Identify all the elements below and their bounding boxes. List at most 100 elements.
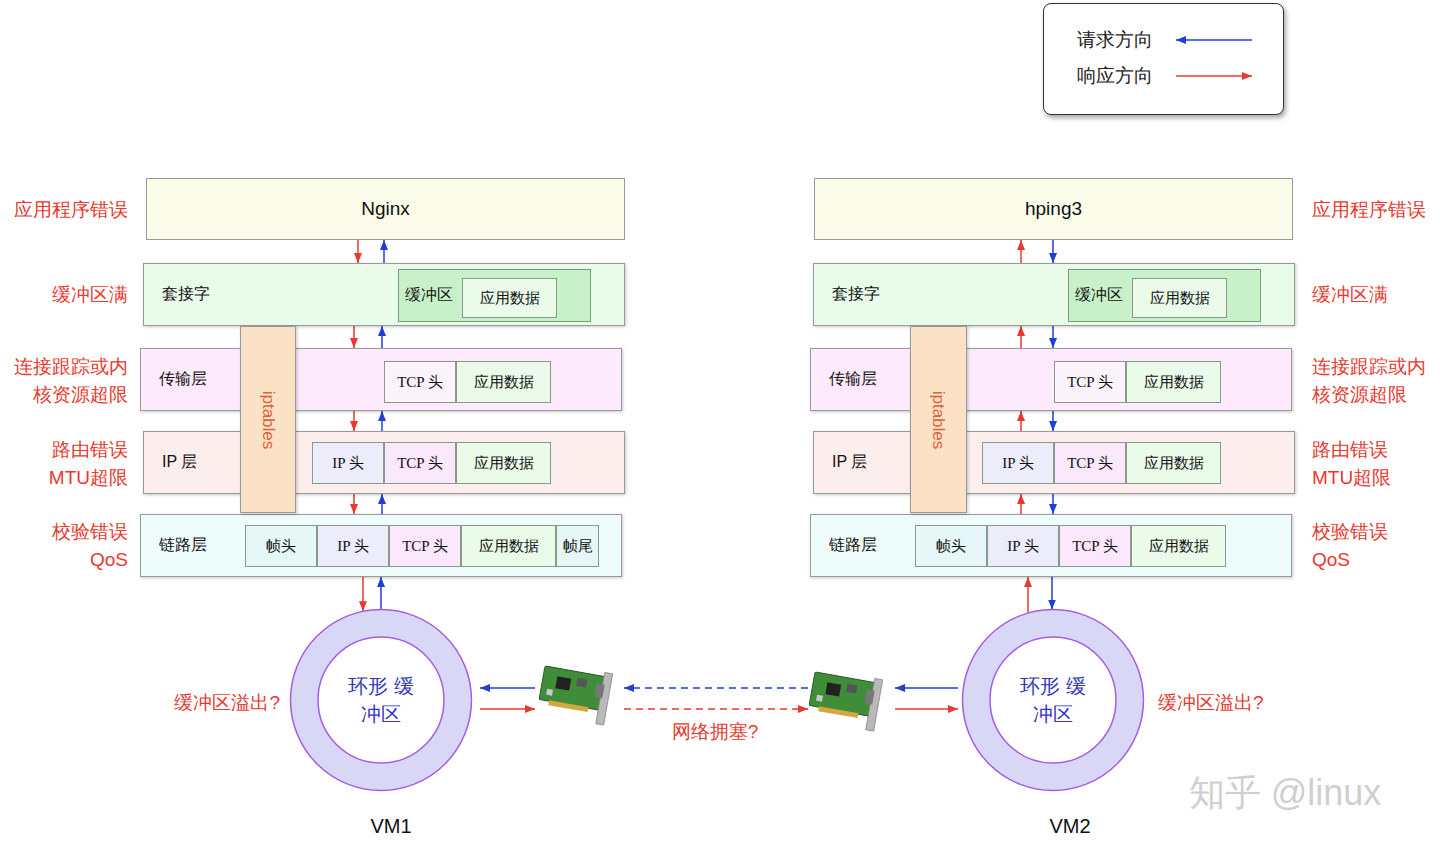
application-box: Nginx: [146, 178, 625, 240]
node-text: 环形 缓冲区: [346, 672, 416, 728]
flow-arrow: [1051, 577, 1053, 610]
node-text: 帧尾: [563, 537, 593, 556]
packet-field-box: 应用数据: [1126, 442, 1221, 484]
problem-note: 连接跟踪或内核资源超限: [6, 353, 128, 408]
node-text: IP 头: [1002, 454, 1034, 473]
flow-arrow: [1052, 326, 1054, 348]
node-text: 应用数据: [479, 537, 539, 556]
legend-line-sample: [1172, 26, 1258, 54]
node-text: TCP 头: [1072, 537, 1118, 556]
packet-field-box: 应用数据: [1132, 278, 1227, 318]
packet-field-box: TCP 头: [1054, 442, 1126, 484]
ring-buffer: 环形 缓冲区: [961, 608, 1145, 792]
flow-arrow: [353, 411, 355, 431]
layer-box: 传输层TCP 头应用数据: [810, 348, 1292, 411]
node-text: IP 层: [162, 452, 197, 473]
flow-arrow: [1020, 326, 1022, 348]
packet-field-box: 帧尾: [556, 525, 599, 567]
legend-arrow: [1176, 75, 1252, 77]
flow-arrow: [1052, 240, 1054, 263]
node-text: 帧头: [936, 537, 966, 556]
node-text: Nginx: [361, 198, 410, 220]
node-text: 应用数据: [1144, 454, 1204, 473]
layer-box: 套接字缓冲区应用数据: [813, 263, 1295, 326]
packet-field-box: 帧头: [245, 525, 317, 567]
flow-arrow: [357, 240, 359, 263]
problem-note: 缓冲区溢出?: [174, 689, 280, 717]
node-text: 应用数据: [1149, 537, 1209, 556]
problem-note: 应用程序错误: [1312, 196, 1426, 224]
flow-arrow: [381, 326, 383, 348]
flow-arrow: [353, 494, 355, 514]
node-text: TCP 头: [397, 373, 443, 392]
flow-arrow: [362, 577, 364, 611]
iptables-box: iptables: [910, 326, 967, 513]
application-box: hping3: [814, 178, 1293, 240]
packet-field-box: 应用数据: [1131, 525, 1226, 567]
layer-box: IP 层 IP 头 TCP 头 应用数据: [143, 431, 625, 494]
layer-box: 链路层 帧头 IP 头 TCP 头 应用数据: [810, 514, 1292, 577]
ring-buffer-outline: [289, 608, 473, 792]
iptables-box: iptables: [240, 326, 296, 513]
response-arrow: [480, 708, 535, 710]
flow-arrow: [1027, 577, 1029, 613]
packet-field-box: TCP 头: [384, 361, 456, 403]
node-text: hping3: [1025, 198, 1082, 220]
node-text: 应用数据: [474, 454, 534, 473]
node-text: IP 头: [337, 537, 369, 556]
flow-arrow: [1052, 411, 1054, 431]
request-arrow: [480, 687, 535, 689]
flow-arrow: [353, 326, 355, 348]
packet-field-box: 应用数据: [1126, 361, 1221, 403]
problem-note: 校验错误 QoS: [33, 518, 128, 573]
packet-field-box: 帧头: [915, 525, 987, 567]
node-text: IP 层: [832, 452, 867, 473]
flow-arrow: [383, 240, 385, 263]
node-text: TCP 头: [1067, 454, 1113, 473]
node-text: IP 头: [1007, 537, 1039, 556]
flow-arrow: [1020, 411, 1022, 431]
packet-field-box: TCP 头: [1059, 525, 1131, 567]
ring-inner: [990, 637, 1116, 763]
problem-note: 路由错误 MTU超限: [33, 436, 128, 491]
node-text: 应用数据: [1150, 289, 1210, 308]
watermark: 知乎 @linux: [1189, 767, 1382, 819]
node-text: 环形 缓冲区: [1018, 672, 1088, 728]
problem-note: 缓冲区溢出?: [1158, 689, 1264, 717]
problem-note: 校验错误 QoS: [1312, 518, 1407, 573]
iptables-label: iptables: [258, 390, 278, 449]
packet-field-box: TCP 头: [1054, 361, 1126, 403]
ring-outer: [291, 610, 472, 791]
iptables-label: iptables: [929, 390, 949, 449]
packet-field-box: 应用数据: [456, 442, 551, 484]
flow-arrow: [1020, 240, 1022, 263]
packet-field-box: 应用数据: [461, 525, 556, 567]
flow-arrow: [1052, 494, 1054, 514]
packet-field-box: IP 头: [317, 525, 389, 567]
ring-buffer: 环形 缓冲区: [289, 608, 473, 792]
buffer-box: 缓冲区 应用数据: [1068, 269, 1261, 322]
node-text: 套接字: [162, 284, 210, 305]
network-response-arrow: [624, 708, 808, 710]
node-text: 链路层: [829, 535, 877, 556]
request-arrow: [895, 687, 958, 689]
node-text: 传输层: [159, 369, 207, 390]
node-text: IP 头: [332, 454, 364, 473]
layer-box: IP 层 IP 头 TCP 头 应用数据: [813, 431, 1295, 494]
legend-box: 请求方向响应方向: [1043, 3, 1284, 115]
packet-field-box: IP 头: [987, 525, 1059, 567]
nic-right: [807, 668, 883, 731]
node-text: TCP 头: [397, 454, 443, 473]
node-text: 缓冲区: [1075, 285, 1123, 306]
vm-name: VM1: [370, 812, 411, 841]
layer-box: 传输层TCP 头应用数据: [140, 348, 622, 411]
legend-item: 请求方向: [1044, 26, 1282, 54]
packet-field-box: IP 头: [982, 442, 1054, 484]
ring-buffer-outline: [961, 608, 1145, 792]
node-text: 链路层: [159, 535, 207, 556]
